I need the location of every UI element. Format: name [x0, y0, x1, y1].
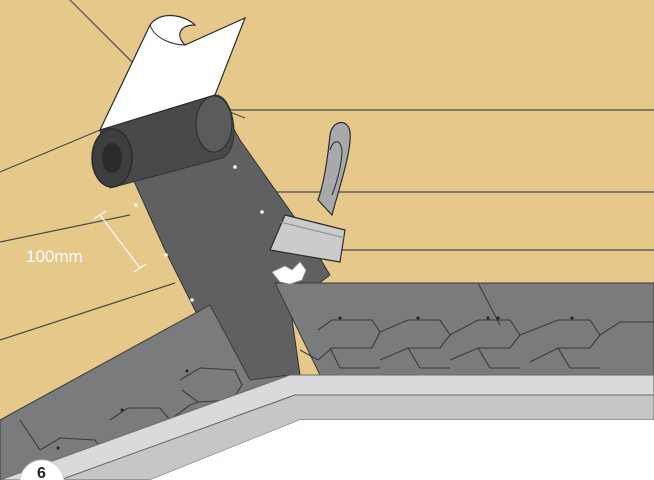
- right-shingles: [275, 283, 654, 375]
- step-number: 6: [37, 465, 46, 480]
- dimension-label: 100mm: [26, 247, 83, 266]
